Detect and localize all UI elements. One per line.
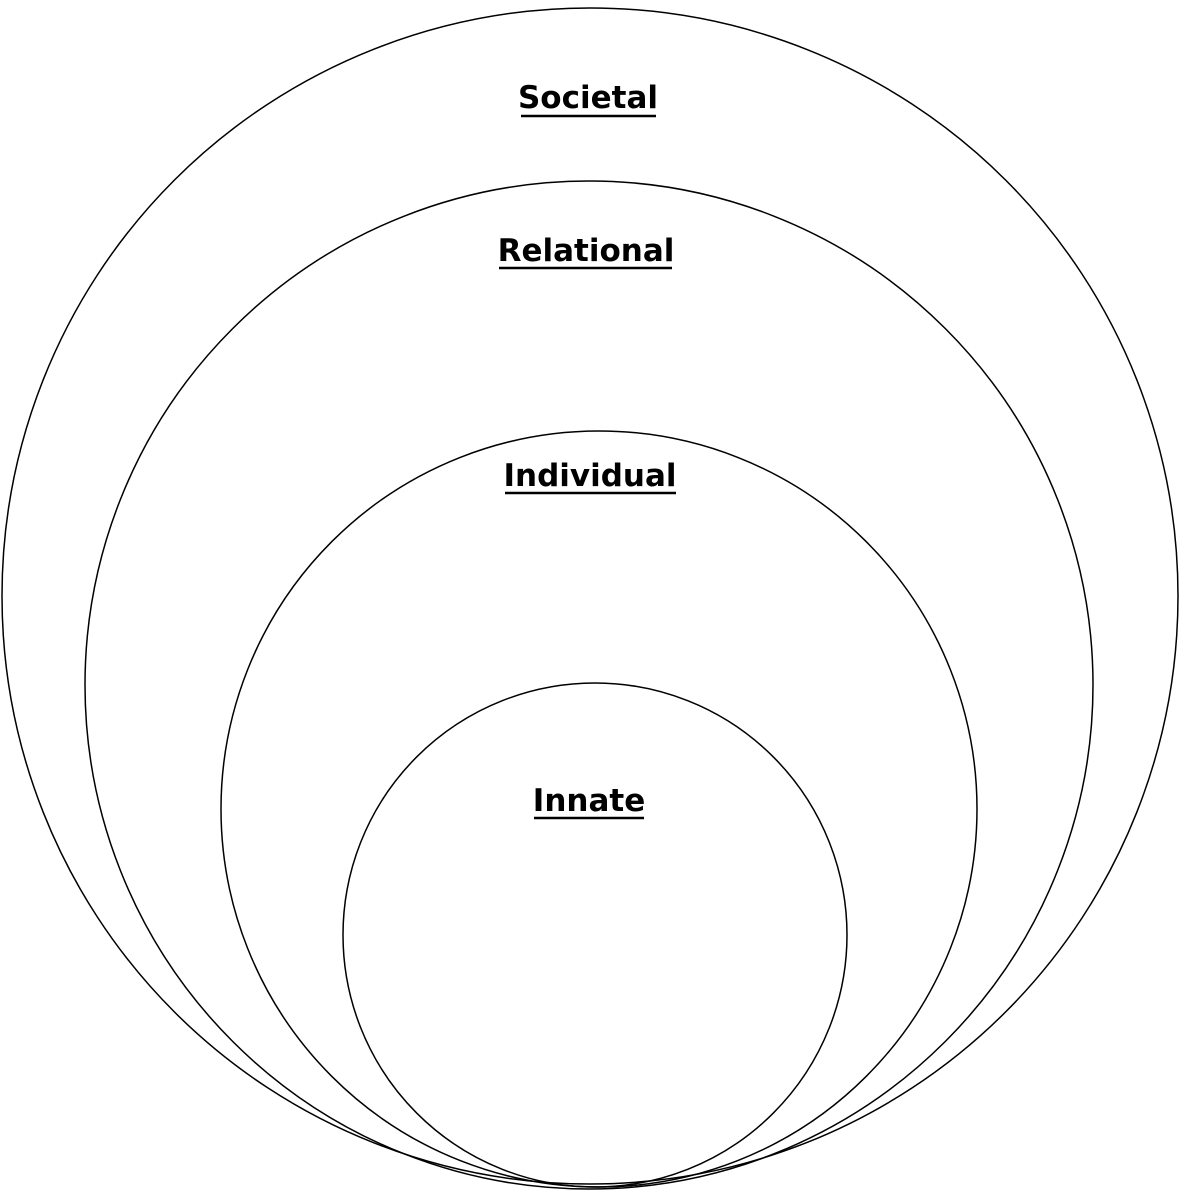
circle-innate [342,682,848,1188]
layer-relational: Relational [84,180,1094,1190]
label-innate: Innate [533,783,645,819]
label-individual: Individual [503,458,676,494]
circle-relational [84,180,1094,1190]
layer-societal: Societal [1,7,1179,1185]
circle-societal [1,7,1179,1185]
label-relational: Relational [498,233,675,269]
layer-innate: Innate [342,682,848,1188]
label-societal: Societal [518,80,658,116]
